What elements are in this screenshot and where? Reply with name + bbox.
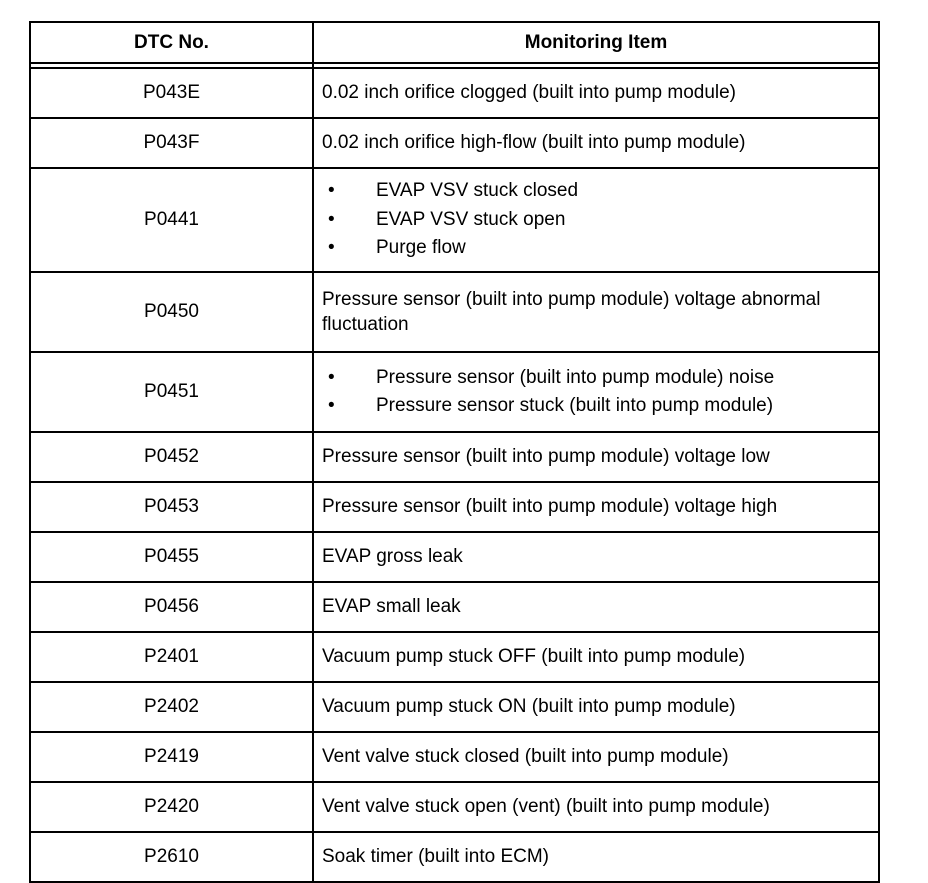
bullet-label: Pressure sensor (built into pump module)… (376, 366, 775, 388)
monitoring-item-cell: EVAP gross leak (312, 531, 880, 583)
bullet-label: Purge flow (376, 237, 466, 259)
dtc-number-cell: P2401 (29, 631, 314, 683)
dtc-number-cell: P0441 (29, 167, 314, 273)
monitoring-item-cell: Pressure sensor (built into pump module)… (312, 431, 880, 483)
monitoring-item-cell: Vacuum pump stuck ON (built into pump mo… (312, 681, 880, 733)
dtc-number-cell: P0452 (29, 431, 314, 483)
header-rule-right (312, 62, 880, 69)
bullet-label: Pressure sensor stuck (built into pump m… (376, 395, 774, 416)
monitoring-item-bullet: • Pressure sensor stuck (built into pump … (322, 392, 872, 421)
monitoring-item-bullet: • Pressure sensor (built into pump module… (322, 364, 872, 393)
dtc-number-cell: P2402 (29, 681, 314, 733)
monitoring-item-cell: EVAP small leak (312, 581, 880, 633)
monitoring-item-cell: 0.02 inch orifice high-flow (built into … (312, 117, 880, 169)
dtc-number-cell: P0451 (29, 351, 314, 433)
monitoring-item-bullet-list: • Pressure sensor (built into pump module… (322, 364, 872, 421)
monitoring-item-cell: • Pressure sensor (built into pump module… (312, 351, 880, 433)
monitoring-item-bullet: • EVAP VSV stuck closed (322, 177, 872, 206)
table-row: P0441 • EVAP VSV stuck closed • EVAP VSV stu… (29, 167, 880, 273)
dtc-number-cell: P043F (29, 117, 314, 169)
bullet-label: EVAP VSV stuck closed (376, 180, 579, 202)
monitoring-item-cell: Pressure sensor (built into pump module)… (312, 271, 880, 353)
dtc-number-cell: P043E (29, 67, 314, 119)
dtc-number-cell: P2610 (29, 831, 314, 883)
header-row: DTC No. Monitoring Item (29, 21, 880, 64)
header-double-rule (29, 62, 880, 69)
bullet-icon: • (328, 180, 335, 202)
column-header-monitoring-item: Monitoring Item (312, 21, 880, 64)
column-header-dtc-no: DTC No. (29, 21, 314, 64)
bullet-icon: • (328, 395, 335, 416)
dtc-number-cell: P0456 (29, 581, 314, 633)
header-rule-left (29, 62, 314, 69)
monitoring-item-cell: Soak timer (built into ECM) (312, 831, 880, 883)
monitoring-item-cell: Vent valve stuck closed (built into pump… (312, 731, 880, 783)
table-header: DTC No. Monitoring Item (29, 21, 880, 69)
dtc-number-cell: P2420 (29, 781, 314, 833)
dtc-number-cell: P2419 (29, 731, 314, 783)
monitoring-item-cell: 0.02 inch orifice clogged (built into pu… (312, 67, 880, 119)
monitoring-item-cell: • EVAP VSV stuck closed • EVAP VSV stuck op… (312, 167, 880, 273)
dtc-number-cell: P0455 (29, 531, 314, 583)
bullet-icon: • (328, 208, 335, 230)
bullet-icon: • (328, 366, 335, 388)
monitoring-item-cell: Vacuum pump stuck OFF (built into pump m… (312, 631, 880, 683)
bullet-label: EVAP VSV stuck open (376, 208, 566, 230)
bullet-icon: • (328, 237, 335, 259)
table-row: P0451 • Pressure sensor (built into pump m… (29, 351, 880, 433)
dtc-number-cell: P0453 (29, 481, 314, 533)
monitoring-item-bullet: • EVAP VSV stuck open (322, 206, 872, 235)
monitoring-item-cell: Vent valve stuck open (vent) (built into… (312, 781, 880, 833)
monitoring-item-bullet: • Purge flow (322, 234, 872, 263)
monitoring-item-bullet-list: • EVAP VSV stuck closed • EVAP VSV stuck op… (322, 177, 872, 263)
dtc-number-cell: P0450 (29, 271, 314, 353)
monitoring-item-cell: Pressure sensor (built into pump module)… (312, 481, 880, 533)
